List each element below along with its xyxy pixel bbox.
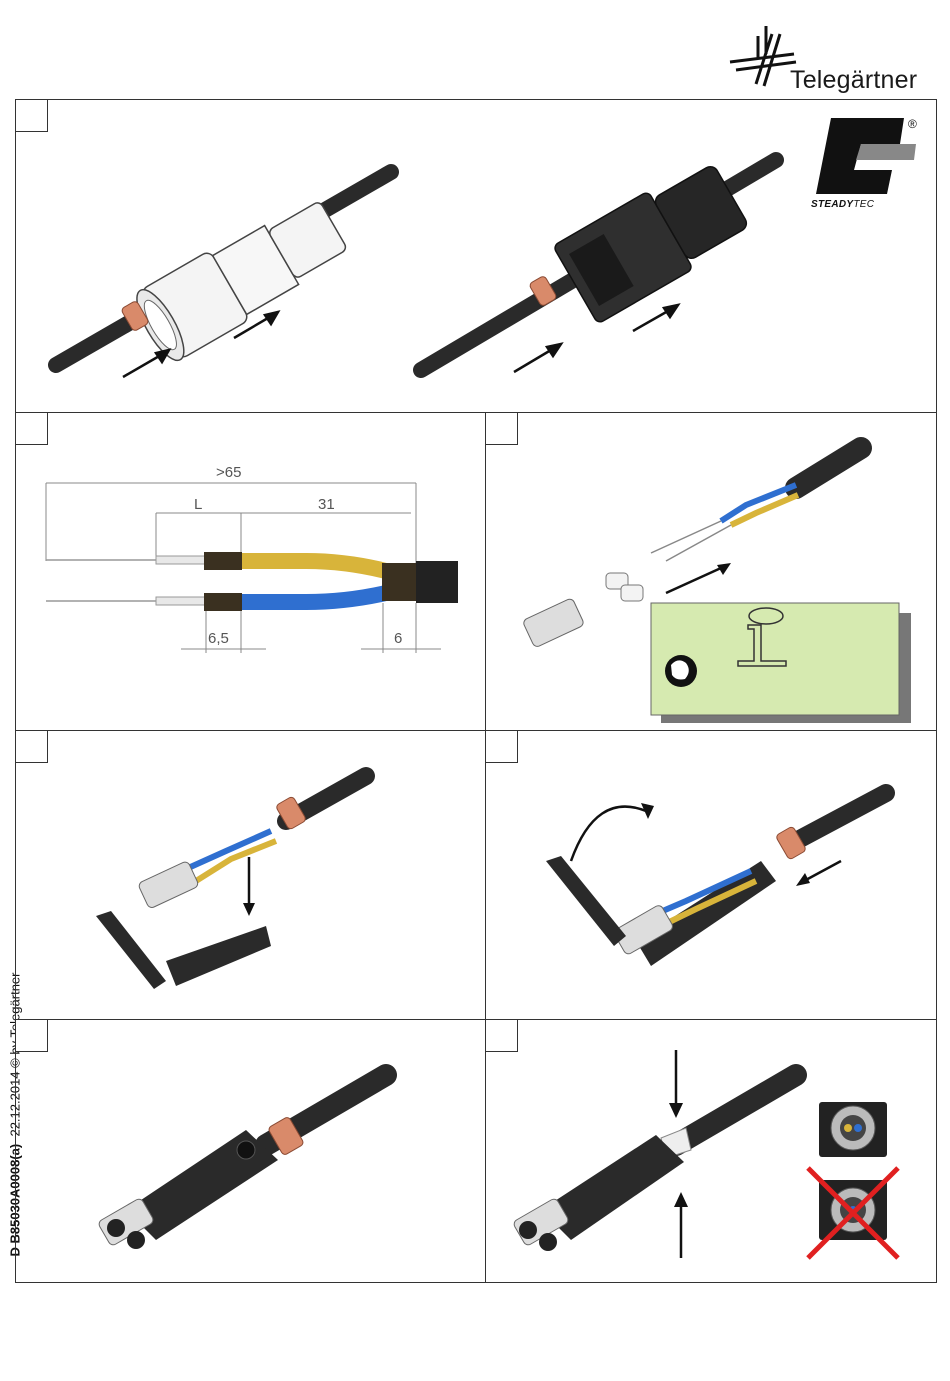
step-panel-1: ®	[15, 99, 937, 413]
dimension-strip-length: L	[194, 496, 202, 513]
step-number-box	[16, 413, 48, 445]
step-number-box	[486, 731, 518, 763]
steadytec-logo-icon	[816, 118, 916, 194]
telegartner-logo-icon	[728, 24, 798, 94]
step-panel-3	[485, 412, 937, 731]
step-number-box	[486, 413, 518, 445]
step-panel-7	[485, 1019, 937, 1283]
assembled-connector-6	[16, 1020, 485, 1282]
step-number-box	[486, 1020, 518, 1052]
step-panel-2: >65 L 31 6,5 6	[15, 412, 486, 731]
step-number-box	[16, 731, 48, 763]
dimension-braid-left: 6,5	[208, 630, 229, 647]
brand-name: Telegärtner	[790, 66, 917, 95]
dimension-jacket-length: 31	[318, 496, 335, 513]
globe-icon	[665, 655, 697, 687]
steadytec-label: STEADYTEC	[811, 199, 874, 210]
step-panel-4	[15, 730, 486, 1020]
component-illustration	[486, 413, 936, 730]
assembled-connector-7	[486, 1020, 936, 1282]
assembly-illustration-1: ®	[16, 100, 936, 412]
step-panel-5	[485, 730, 937, 1020]
dimension-braid-right: 6	[394, 630, 402, 647]
registered-mark: ®	[908, 117, 917, 131]
step-number-box	[16, 1020, 48, 1052]
assembly-illustration-4	[16, 731, 485, 1019]
step-number-box	[16, 100, 48, 132]
dimension-overall: >65	[216, 464, 241, 481]
step-panel-6	[15, 1019, 486, 1283]
stripping-dimension-diagram: >65 L 31 6,5 6	[16, 413, 485, 730]
assembly-illustration-5	[486, 731, 936, 1019]
